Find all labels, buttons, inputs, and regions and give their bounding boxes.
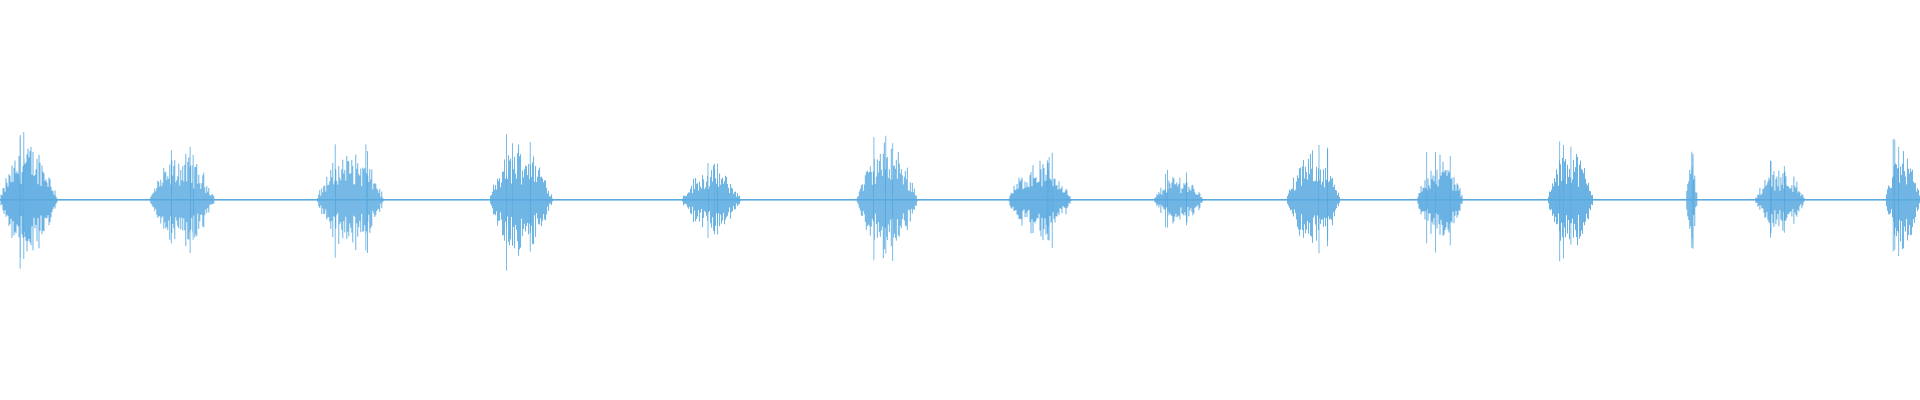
waveform-burst: [490, 134, 554, 271]
waveform-burst: [1885, 138, 1920, 257]
waveform-burst: [856, 135, 918, 261]
waveform-burst: [317, 144, 385, 258]
waveform-burst: [1755, 160, 1805, 238]
waveform-bars: [0, 132, 1920, 271]
waveform-burst: [0, 132, 58, 269]
waveform-burst: [1154, 169, 1204, 228]
waveform-burst: [1548, 141, 1594, 262]
waveform-burst: [1008, 152, 1072, 248]
waveform-burst: [150, 146, 216, 253]
waveform-baseline: [0, 199, 1920, 201]
waveform-burst: [1417, 152, 1464, 253]
waveform-burst: [1686, 151, 1698, 249]
waveform-burst: [1286, 145, 1340, 254]
waveform-burst: [682, 163, 742, 238]
